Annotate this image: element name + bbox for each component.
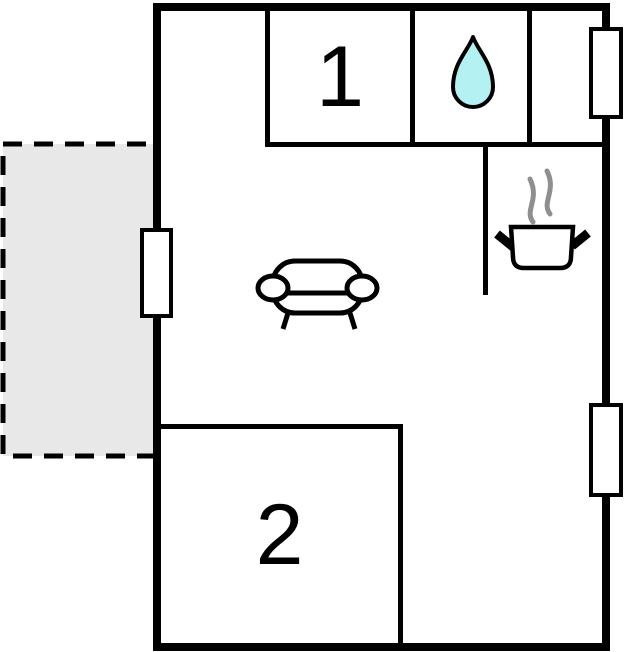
cooking-pot-icon	[494, 168, 591, 271]
water-drop-shape	[451, 35, 495, 109]
room-1-label: 1	[316, 28, 364, 125]
wall-room2-right	[398, 424, 403, 643]
sofa-leg-left	[280, 312, 291, 330]
window-marker-mid-right	[589, 403, 623, 497]
window-marker-left	[140, 228, 173, 318]
terrace-dashed-outline	[0, 141, 159, 459]
pot-handle-right	[569, 229, 591, 250]
wall-kitchen	[483, 142, 488, 295]
sofa-armrest-right	[344, 273, 380, 303]
pot-body	[508, 224, 576, 271]
window-marker-top-right	[589, 27, 623, 119]
terrace-area	[0, 141, 159, 459]
steam-icon	[527, 176, 536, 225]
building-outline	[153, 3, 610, 651]
sofa-leg-right	[347, 312, 358, 330]
wall-top-row-bottom	[265, 142, 602, 147]
wall-room1-left	[265, 11, 270, 142]
wall-room2-top	[161, 424, 403, 429]
wall-room1-right	[410, 11, 415, 142]
sofa-icon	[255, 258, 380, 330]
room-2-label: 2	[255, 487, 304, 583]
steam-icon	[544, 168, 553, 217]
water-drop-icon	[451, 35, 495, 109]
sofa-armrest-left	[255, 273, 291, 303]
wall-bathroom-right	[527, 11, 532, 142]
